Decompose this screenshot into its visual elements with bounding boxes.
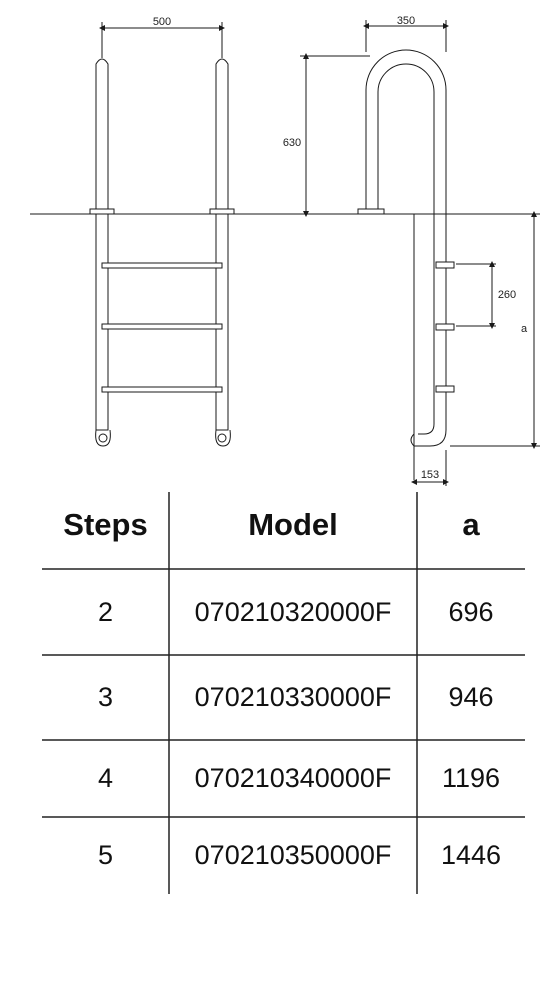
header-a: a <box>462 507 480 542</box>
table-grid <box>42 492 525 894</box>
cell-model: 070210320000F <box>194 596 392 627</box>
cell-a: 946 <box>448 682 494 712</box>
cell-steps: 2 <box>97 596 114 627</box>
cell-model: 070210330000F <box>194 682 392 712</box>
spec-table: Steps Model a 2 070210320000F 696 3 0702… <box>42 492 525 894</box>
ladder-technical-drawing: 500 350 630 260 a 153 <box>30 15 540 486</box>
cell-steps: 4 <box>97 763 114 793</box>
cell-a: 1196 <box>441 763 501 793</box>
cell-steps: 3 <box>97 682 114 712</box>
dim-width-front: 500 <box>153 16 171 28</box>
cell-steps: 5 <box>97 840 114 870</box>
cell-a: 1446 <box>440 840 502 870</box>
cell-model: 070210340000F <box>194 763 392 793</box>
dim-width-side: 350 <box>397 15 415 27</box>
header-model: Model <box>248 507 338 542</box>
header-steps: Steps <box>63 507 148 542</box>
cell-model: 070210350000F <box>194 840 392 870</box>
cell-a: 696 <box>448 596 494 627</box>
front-view <box>89 22 235 447</box>
dim-step-spacing: 260 <box>498 289 516 301</box>
dim-depth-label: a <box>521 323 528 335</box>
dim-offset-bottom: 153 <box>421 469 439 481</box>
side-view <box>300 20 540 486</box>
dim-height-above: 630 <box>283 137 301 149</box>
